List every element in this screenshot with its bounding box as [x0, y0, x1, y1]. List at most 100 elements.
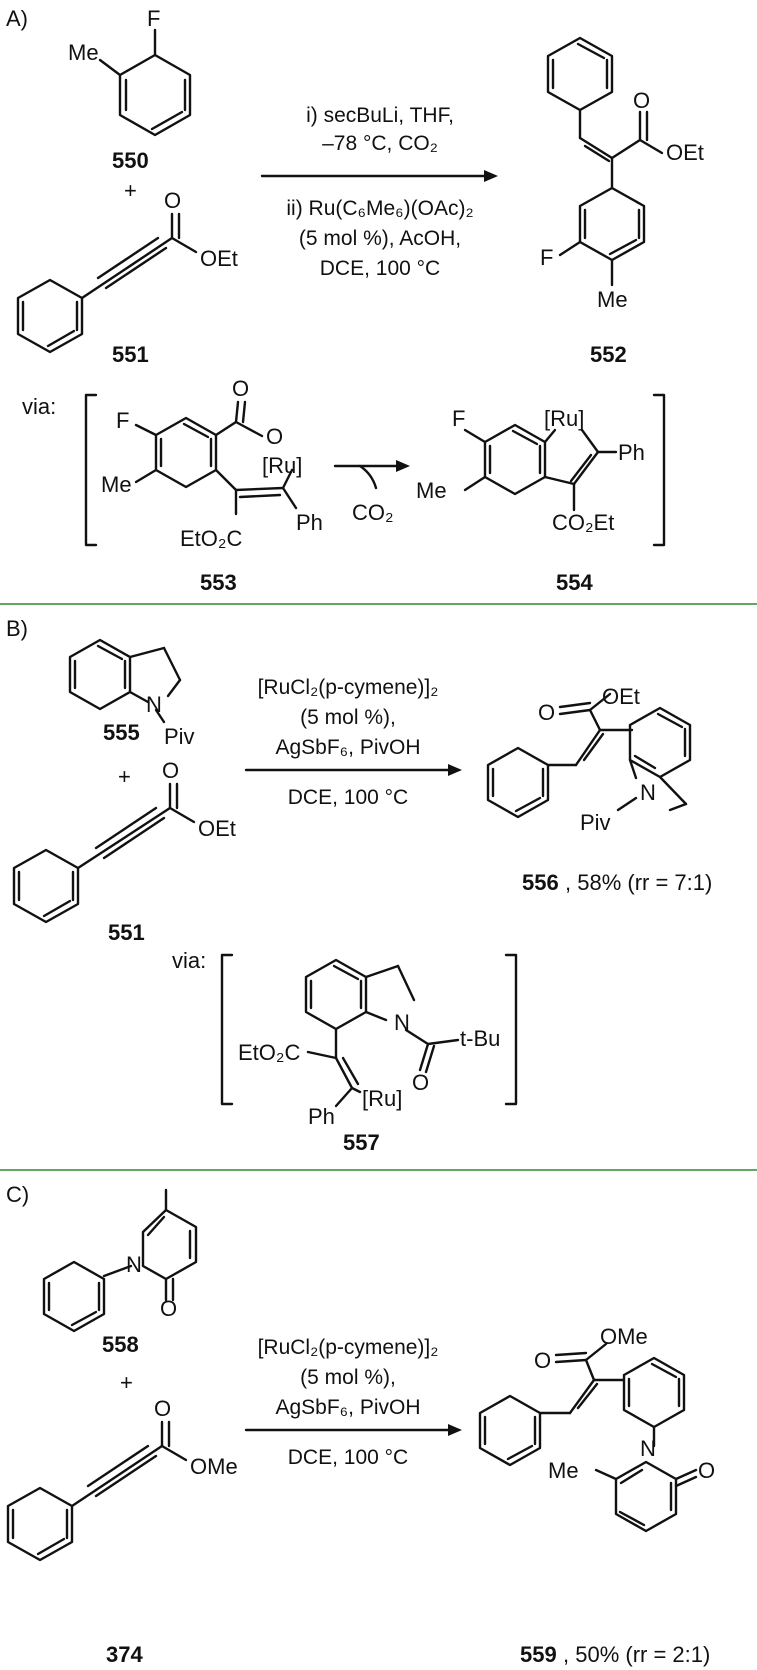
- conditions-c-line-2: (5 mol %),: [300, 1366, 396, 1389]
- compound-553-structure: [134, 400, 298, 516]
- atom-me-552: Me: [597, 287, 628, 312]
- atom-ome-559: OMe: [600, 1324, 648, 1349]
- decarboxylation-arrow: [333, 460, 410, 490]
- atom-ome-374: OMe: [190, 1454, 238, 1479]
- atom-ru-557: [Ru]: [362, 1086, 402, 1111]
- atom-ph-557: Ph: [308, 1104, 335, 1129]
- compound-556-label: 556: [522, 870, 559, 895]
- reaction-arrow-c: [244, 1424, 462, 1436]
- atom-f-550: F: [147, 6, 160, 31]
- compound-551-label-b: 551: [108, 920, 145, 945]
- compound-556-yield: , 58% (rr = 7:1): [565, 870, 712, 895]
- atom-o-553-ester: O: [266, 424, 283, 449]
- atom-oet-552: OEt: [666, 140, 704, 165]
- compound-553-label: 553: [200, 570, 237, 595]
- compound-552-structure: [546, 36, 664, 287]
- section-c-label: C): [6, 1182, 29, 1207]
- conditions-a-line-2: –78 °C, CO₂: [322, 132, 438, 155]
- reaction-arrow-b: [244, 764, 462, 776]
- atom-co2et-554: CO₂Et: [552, 510, 614, 535]
- atom-o-552: O: [633, 88, 650, 113]
- plus-sign-c: +: [120, 1370, 133, 1395]
- compound-550-label: 550: [112, 148, 149, 173]
- atom-ph-553: Ph: [296, 510, 323, 535]
- section-a-label: A): [6, 6, 28, 31]
- atom-o-556: O: [538, 700, 555, 725]
- bracket-left-a: [84, 393, 98, 547]
- atom-me-550: Me: [68, 40, 99, 65]
- compound-554-structure: [463, 423, 618, 512]
- compound-559-label: 559: [520, 1642, 557, 1667]
- compound-557-label: 557: [343, 1130, 380, 1155]
- atom-eto2c-553: EtO₂C: [180, 526, 242, 551]
- compound-551-structure-b: [12, 782, 196, 924]
- atom-n-556: N: [640, 780, 656, 805]
- conditions-c-line-4: DCE, 100 °C: [288, 1446, 408, 1469]
- compound-374-structure: [6, 1420, 188, 1562]
- atom-oet-551a: OEt: [200, 246, 238, 271]
- conditions-b-line-4: DCE, 100 °C: [288, 786, 408, 809]
- conditions-c-line-3: AgSbF₆, PivOH: [275, 1396, 420, 1419]
- atom-ru-554: [Ru]: [544, 406, 584, 431]
- atom-o-553-carbonyl: O: [232, 376, 249, 401]
- atom-o-559: O: [534, 1348, 551, 1373]
- compound-555-label: 555: [103, 720, 140, 745]
- atom-me-553: Me: [101, 472, 132, 497]
- atom-o-559-lactam: O: [698, 1458, 715, 1483]
- compound-551-structure-a: [16, 212, 198, 354]
- compound-550-structure: [98, 28, 192, 137]
- compound-552-label: 552: [590, 342, 627, 367]
- conditions-b-line-2: (5 mol %),: [300, 706, 396, 729]
- conditions-a-line-1: i) secBuLi, THF,: [306, 104, 454, 127]
- plus-sign-a: +: [124, 178, 137, 203]
- atom-n-555: N: [146, 692, 162, 717]
- bracket-left-b: [220, 953, 234, 1106]
- atom-tbu-557: t-Bu: [460, 1026, 500, 1051]
- compound-559-yield: , 50% (rr = 2:1): [563, 1642, 710, 1667]
- compound-551-label-a: 551: [112, 342, 149, 367]
- atom-ru-553: [Ru]: [262, 453, 302, 478]
- compound-555-structure: [68, 638, 182, 724]
- atom-f-554: F: [452, 406, 465, 431]
- compound-558-label: 558: [102, 1332, 139, 1357]
- atom-n-557: N: [394, 1010, 410, 1035]
- atom-o-374: O: [154, 1396, 171, 1421]
- atom-n-559: N: [640, 1436, 656, 1461]
- plus-sign-b: +: [118, 764, 131, 789]
- atom-oet-556: OEt: [602, 684, 640, 709]
- atom-me-554: Me: [416, 478, 447, 503]
- atom-o-557: O: [412, 1070, 429, 1095]
- compound-559-structure: [478, 1342, 698, 1533]
- atom-piv-556: Piv: [580, 810, 611, 835]
- bracket-right-b: [504, 953, 518, 1106]
- atom-ph-554: Ph: [618, 440, 645, 465]
- compound-557-structure: [304, 958, 460, 1108]
- compound-556-structure: [486, 692, 692, 819]
- via-label-a: via:: [22, 394, 56, 419]
- bracket-right-a: [652, 393, 666, 547]
- atom-f-553: F: [116, 408, 129, 433]
- via-label-b: via:: [172, 948, 206, 973]
- atom-me-559: Me: [548, 1458, 579, 1483]
- conditions-b-line-1: [RuCl₂(p-cymene)]₂: [258, 676, 439, 699]
- conditions-a-line-5: DCE, 100 °C: [320, 257, 440, 280]
- atom-oet-551b: OEt: [198, 816, 236, 841]
- section-b-label: B): [6, 616, 28, 641]
- reaction-arrow-a: [260, 170, 498, 182]
- compound-374-label: 374: [106, 1642, 143, 1667]
- atom-eto2c-557: EtO₂C: [238, 1040, 300, 1065]
- atom-o-551a: O: [164, 188, 181, 213]
- compound-558-structure: [42, 1188, 198, 1333]
- conditions-a-line-4: (5 mol %), AcOH,: [299, 227, 461, 250]
- conditions-a-line-3: ii) Ru(C₆Me₆)(OAc)₂: [286, 197, 473, 220]
- atom-o-551b: O: [162, 758, 179, 783]
- co2-byproduct: CO₂: [352, 500, 394, 525]
- compound-554-label: 554: [556, 570, 593, 595]
- atom-piv-555: Piv: [164, 724, 195, 749]
- conditions-b-line-3: AgSbF₆, PivOH: [275, 736, 420, 759]
- atom-o-558: O: [160, 1296, 177, 1321]
- atom-f-552: F: [540, 245, 553, 270]
- conditions-c-line-1: [RuCl₂(p-cymene)]₂: [258, 1336, 439, 1359]
- atom-n-558: N: [126, 1252, 142, 1277]
